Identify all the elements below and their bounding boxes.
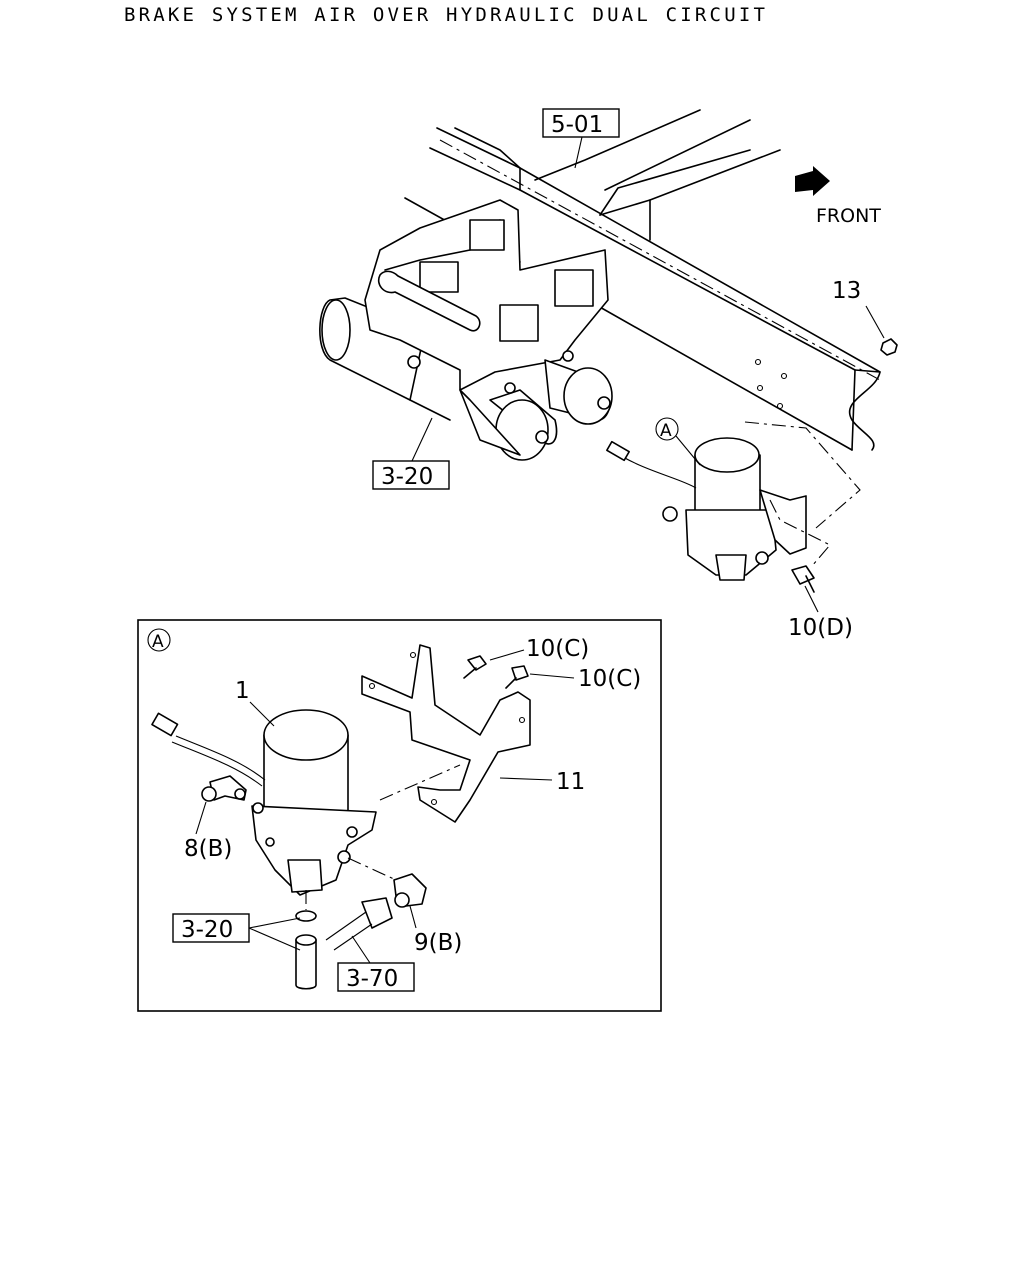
ref-3-20-top: 3-20	[372, 417, 450, 490]
callout-11: 11	[499, 769, 585, 795]
svg-text:8(B): 8(B)	[184, 836, 232, 862]
detail-view-a: A	[137, 619, 662, 1012]
svg-text:3-20: 3-20	[381, 464, 433, 490]
front-label: FRONT	[816, 205, 881, 227]
svg-text:1: 1	[235, 678, 250, 704]
svg-text:10(D): 10(D)	[788, 615, 853, 641]
diagram-title: BRAKE SYSTEM AIR OVER HYDRAULIC DUAL CIR…	[124, 4, 769, 26]
arrow-front-icon	[795, 166, 830, 196]
svg-text:13: 13	[832, 278, 861, 304]
callout-1: 1	[235, 678, 275, 727]
front-direction-indicator: FRONT	[795, 166, 881, 227]
callout-10c-a: 10(C)	[489, 636, 589, 662]
view-marker-a-main: A	[655, 417, 701, 466]
svg-text:3-70: 3-70	[346, 966, 398, 992]
callout-8b: 8(B)	[184, 801, 232, 862]
frame-rail	[404, 109, 881, 451]
ref-3-20-detail: 3-20	[172, 913, 301, 951]
svg-text:5-01: 5-01	[551, 112, 603, 138]
callout-10d: 10(D)	[788, 585, 853, 641]
svg-text:11: 11	[556, 769, 585, 795]
ref-5-01: 5-01	[542, 108, 620, 169]
svg-text:3-20: 3-20	[181, 917, 233, 943]
callout-13: 13	[832, 278, 885, 339]
callout-9b: 9(B)	[409, 905, 462, 956]
svg-text:A: A	[660, 421, 672, 441]
svg-text:9(B): 9(B)	[414, 930, 462, 956]
svg-text:10(C): 10(C)	[526, 636, 589, 662]
air-tank-assembly	[319, 199, 613, 461]
installed-air-dryer	[606, 338, 898, 593]
callout-10c-b: 10(C)	[529, 666, 641, 692]
ref-3-70: 3-70	[337, 935, 415, 992]
view-marker-a-detail: A	[152, 632, 164, 652]
svg-text:10(C): 10(C)	[578, 666, 641, 692]
